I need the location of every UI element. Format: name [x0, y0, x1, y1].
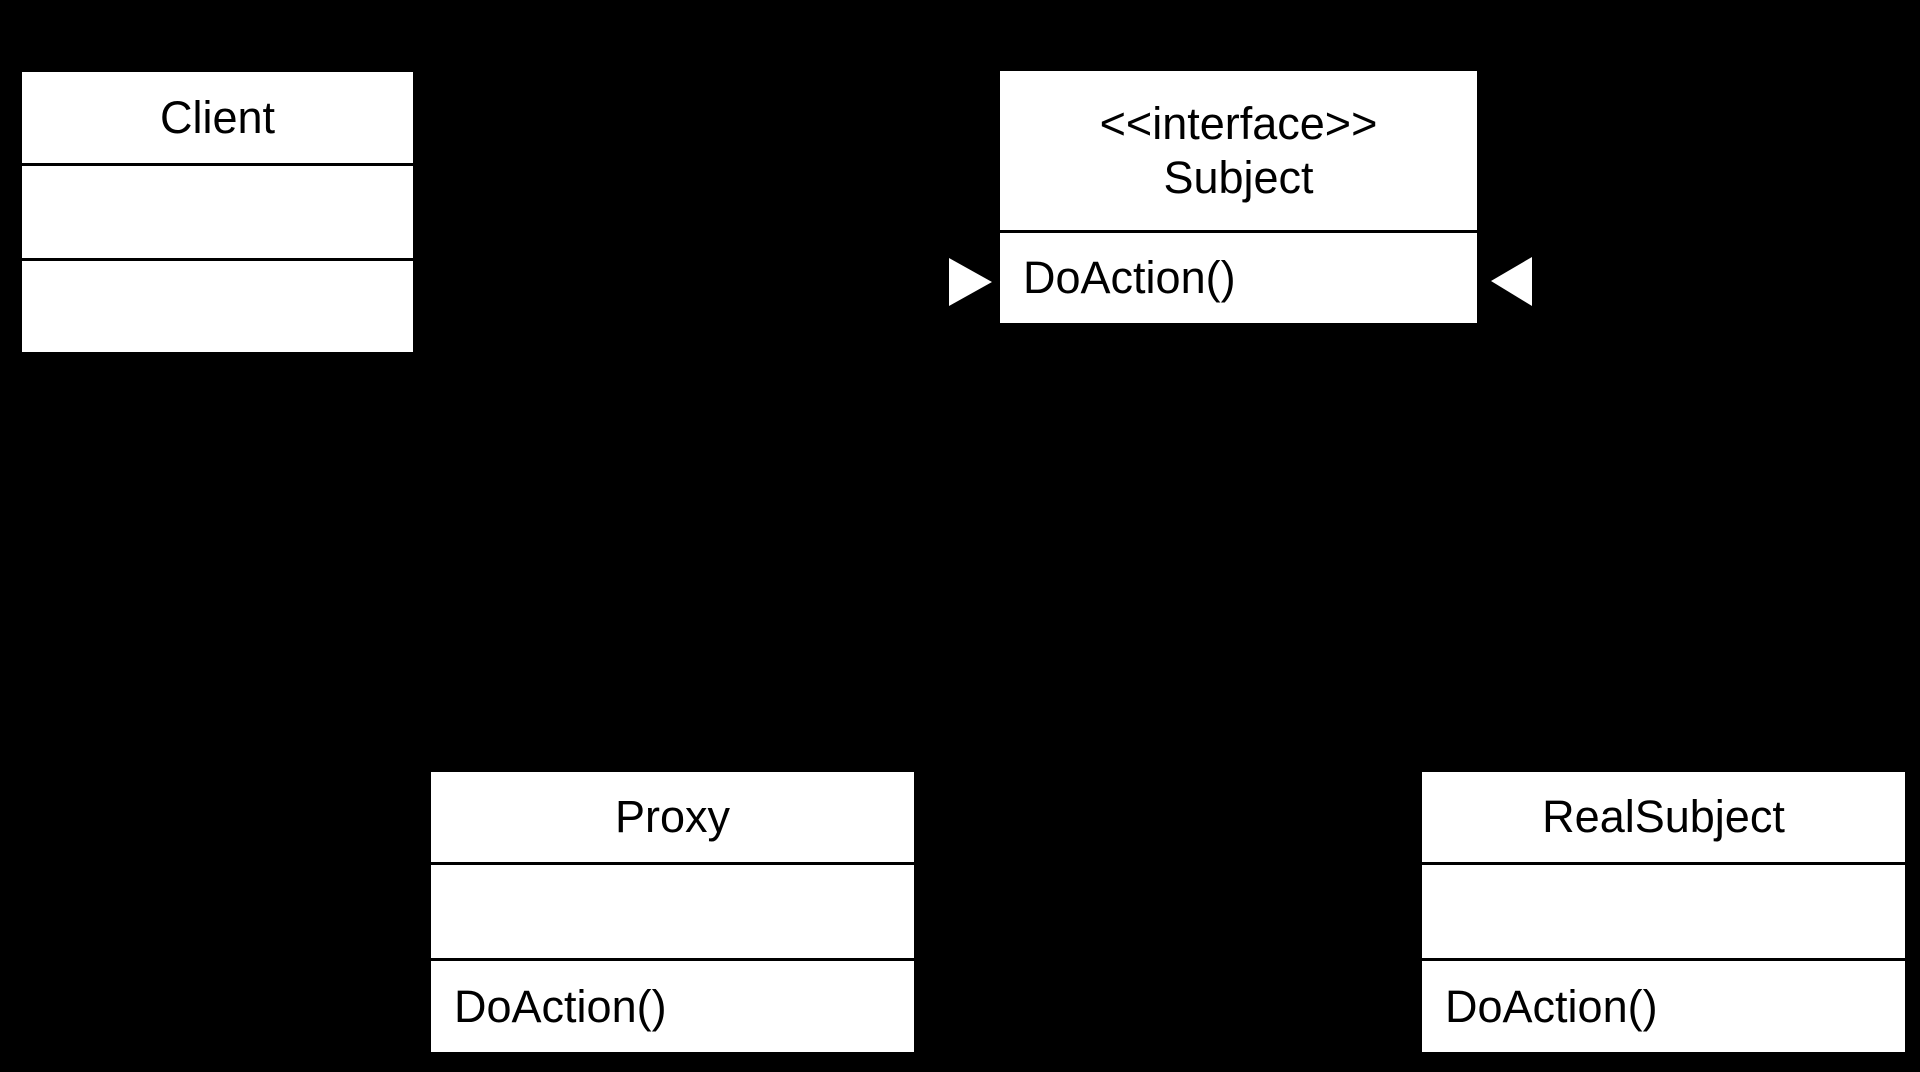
class-box-subject-interface: <<interface>> Subject DoAction(): [1000, 71, 1477, 323]
class-box-proxy: Proxy DoAction(): [431, 772, 914, 1052]
class-box-realsubject: RealSubject DoAction(): [1422, 772, 1905, 1052]
subject-stereotype-label: <<interface>>: [1099, 97, 1378, 149]
realization-arrowhead-right-icon: [1491, 257, 1532, 306]
realization-arrowhead-left-icon: [949, 258, 992, 306]
client-attributes-compartment: [22, 163, 413, 258]
subject-operation-doaction: DoAction(): [1000, 230, 1477, 323]
subject-title-compartment: <<interface>> Subject: [1000, 71, 1477, 230]
client-class-name: Client: [159, 91, 276, 143]
proxy-attributes-compartment: [431, 862, 914, 958]
proxy-operation-doaction: DoAction(): [431, 958, 914, 1052]
subject-class-name: Subject: [1163, 151, 1314, 203]
client-operations-compartment: [22, 258, 413, 352]
class-box-client: Client: [22, 72, 413, 352]
proxy-class-name: Proxy: [614, 791, 731, 842]
realsubject-operation-doaction: DoAction(): [1422, 958, 1905, 1052]
realsubject-attributes-compartment: [1422, 862, 1905, 958]
realsubject-class-name: RealSubject: [1542, 791, 1785, 842]
